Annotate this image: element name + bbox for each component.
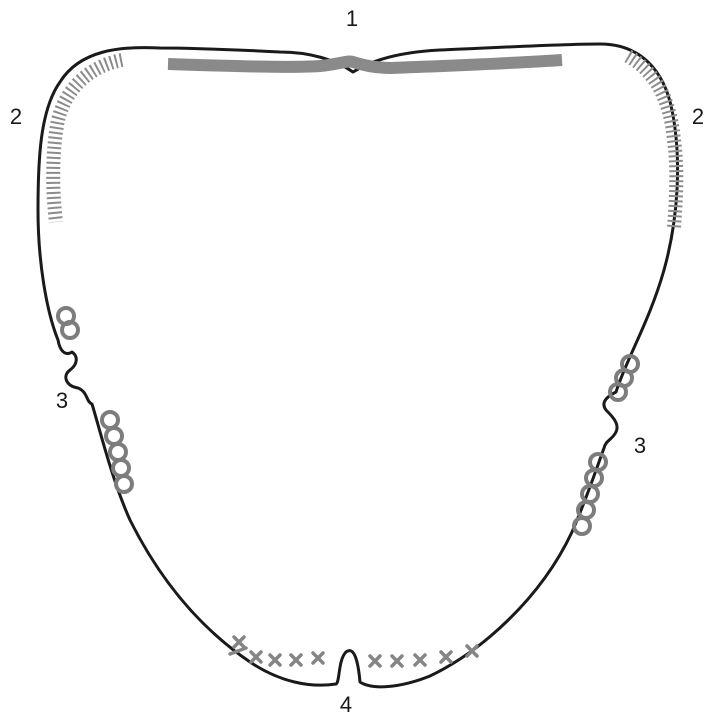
label-2-right: 2 xyxy=(692,104,704,129)
loops-right-lower xyxy=(574,454,606,534)
top-band xyxy=(168,60,562,68)
loops-left-upper xyxy=(58,308,78,338)
label-3-right: 3 xyxy=(634,433,646,458)
hatch-left xyxy=(53,60,122,222)
label-3-left: 3 xyxy=(56,388,68,413)
label-4: 4 xyxy=(340,692,352,717)
outline-shape xyxy=(38,44,678,687)
label-1: 1 xyxy=(346,6,358,31)
hatch-right xyxy=(628,56,676,228)
label-2-left: 2 xyxy=(10,104,22,129)
